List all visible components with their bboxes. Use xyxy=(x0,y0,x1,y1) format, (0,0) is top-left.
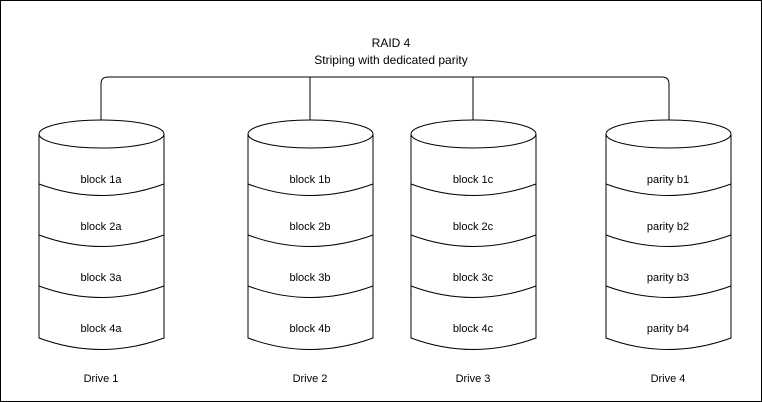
drive-1-block-4-label: block 4a xyxy=(81,323,123,335)
drive-2-label: Drive 2 xyxy=(293,373,328,385)
drive-4-block-3-label: parity b3 xyxy=(647,272,689,284)
drive-1-block-2-label: block 2a xyxy=(81,221,123,233)
drive-4-group[interactable]: parity b1 parity b2 parity b3 parity b4 … xyxy=(605,119,732,385)
drive-2-block-2-label: block 2b xyxy=(290,221,331,233)
drive-1-block-1-label: block 1a xyxy=(81,174,123,186)
drive-3-block-4-label: block 4c xyxy=(453,323,494,335)
diagram-subtitle: Striping with dedicated parity xyxy=(314,53,467,67)
drive-4-divider-1 xyxy=(605,183,732,196)
drive-2-divider-2 xyxy=(247,234,374,247)
controller-bus-group xyxy=(100,76,670,131)
drive-4-divider-3 xyxy=(605,285,732,298)
diagram-title-group: RAID 4 Striping with dedicated parity xyxy=(314,36,467,67)
drive-1-divider-1 xyxy=(38,183,165,196)
drive-3-top-ellipse xyxy=(410,119,537,149)
drive-3-divider-2 xyxy=(410,234,537,247)
drive-1-group[interactable]: block 1a block 2a block 3a block 4a Driv… xyxy=(38,119,165,385)
drive-4-block-4-label: parity b4 xyxy=(647,323,689,335)
drive-2-body xyxy=(247,122,374,350)
drive-1-divider-3 xyxy=(38,285,165,298)
drive-1-block-3-label: block 3a xyxy=(81,272,123,284)
drive-3-block-3-label: block 3c xyxy=(453,272,494,284)
drive-4-block-1-label: parity b1 xyxy=(647,174,689,186)
drive-4-block-2-label: parity b2 xyxy=(647,221,689,233)
drive-1-body xyxy=(38,122,165,350)
bus-backbone xyxy=(100,76,670,131)
drive-2-top-ellipse xyxy=(247,119,374,149)
drive-3-block-2-label: block 2c xyxy=(453,221,494,233)
diagram-title: RAID 4 xyxy=(372,36,411,50)
drive-4-label: Drive 4 xyxy=(651,373,686,385)
drive-1-top-ellipse xyxy=(38,119,165,149)
drive-4-divider-2 xyxy=(605,234,732,247)
drive-2-group[interactable]: block 1b block 2b block 3b block 4b Driv… xyxy=(247,119,374,385)
drive-1-label: Drive 1 xyxy=(84,373,119,385)
drive-3-group[interactable]: block 1c block 2c block 3c block 4c Driv… xyxy=(410,119,537,385)
drive-3-body xyxy=(410,122,537,350)
drive-1-divider-2 xyxy=(38,234,165,247)
drive-2-block-4-label: block 4b xyxy=(290,323,331,335)
drive-3-divider-1 xyxy=(410,183,537,196)
drive-4-top-ellipse xyxy=(605,119,732,149)
drive-3-block-1-label: block 1c xyxy=(453,174,494,186)
drive-2-block-1-label: block 1b xyxy=(290,174,331,186)
drive-2-block-3-label: block 3b xyxy=(290,272,331,284)
drive-3-label: Drive 3 xyxy=(456,373,491,385)
drive-2-divider-3 xyxy=(247,285,374,298)
drive-4-body xyxy=(605,122,732,350)
drive-3-divider-3 xyxy=(410,285,537,298)
drive-2-divider-1 xyxy=(247,183,374,196)
